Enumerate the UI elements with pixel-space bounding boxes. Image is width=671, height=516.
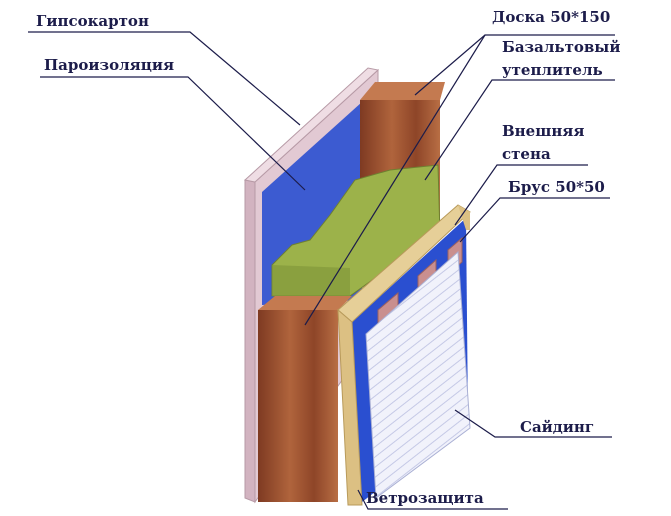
label-outer-wall-line2: стена (502, 145, 551, 163)
label-insulation-line1: Базальтовый (502, 38, 620, 56)
label-vapor-barrier: Пароизоляция (44, 56, 174, 74)
label-drywall: Гипсокартон (36, 12, 149, 30)
label-batten: Брус 50*50 (508, 178, 605, 196)
front-board (258, 296, 352, 502)
label-board: Доска 50*150 (492, 8, 610, 26)
leader-lines (28, 31, 615, 510)
label-siding: Сайдинг (520, 418, 594, 436)
label-insulation-line2: утеплитель (502, 61, 603, 79)
label-wind-barrier: Ветрозащита (366, 489, 484, 507)
insulation-shade (272, 265, 350, 296)
siding (365, 250, 471, 499)
label-outer-wall-line1: Внешняя (502, 122, 584, 140)
